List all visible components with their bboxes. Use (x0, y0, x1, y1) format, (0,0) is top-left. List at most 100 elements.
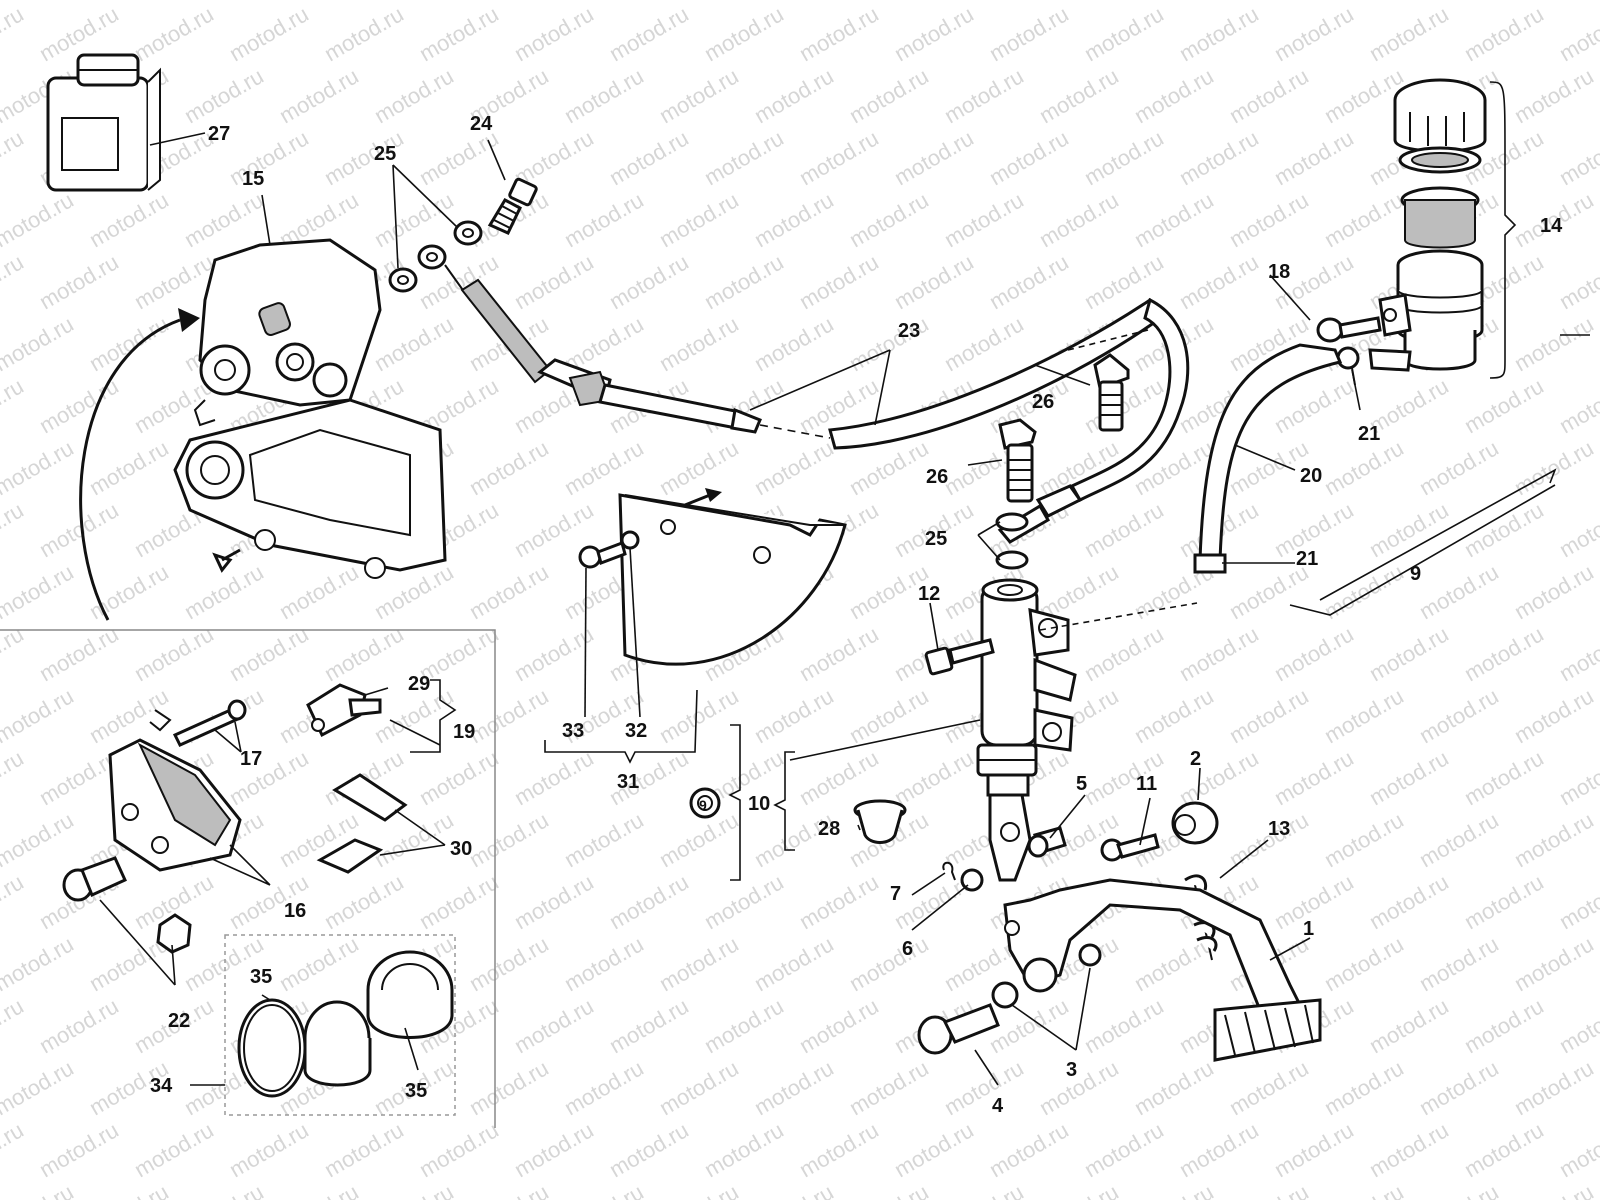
watermark-text: motod.ru (1555, 249, 1600, 314)
watermark-text: motod.ru (700, 1, 788, 66)
watermark-text: motod.ru (85, 187, 173, 252)
watermark-text: motod.ru (1080, 1, 1168, 66)
callout-15: 15 (242, 168, 264, 190)
callout-6: 6 (902, 938, 913, 960)
watermark-text: motod.ru (320, 869, 408, 934)
watermark-text: motod.ru (510, 993, 598, 1058)
piston (303, 1000, 372, 1087)
watermark-text: motod.ru (795, 125, 883, 190)
watermark-text: motod.ru (35, 621, 123, 686)
watermark-text: motod.ru (465, 0, 553, 4)
watermark-text: motod.ru (1320, 1055, 1408, 1120)
watermark-text: motod.ru (560, 1055, 648, 1120)
watermark-text: motod.ru (510, 1117, 598, 1182)
watermark-text: motod.ru (655, 931, 743, 996)
watermark-text: motod.ru (890, 125, 978, 190)
watermark-text: motod.ru (0, 559, 78, 624)
watermark-text: motod.ru (415, 745, 503, 810)
watermark-text: motod.ru (1510, 559, 1598, 624)
watermark-text: motod.ru (0, 311, 78, 376)
watermark-text: motod.ru (1080, 497, 1168, 562)
watermark-text: motod.ru (605, 249, 693, 314)
watermark-text: motod.ru (0, 1, 28, 66)
watermark-text: motod.ru (0, 497, 28, 562)
watermark-text: motod.ru (1320, 0, 1408, 4)
watermark-text: motod.ru (845, 0, 933, 4)
watermark-text: motod.ru (225, 1117, 313, 1182)
watermark-text: motod.ru (415, 125, 503, 190)
watermark-text: motod.ru (1555, 1, 1600, 66)
watermark-text: motod.ru (795, 1117, 883, 1182)
callout-26-lower: 26 (926, 466, 948, 488)
watermark-text: motod.ru (1270, 745, 1358, 810)
watermark-text: motod.ru (605, 1, 693, 66)
watermark-text: motod.ru (465, 435, 553, 500)
pad-spring-30 (316, 773, 408, 874)
watermark-text: motod.ru (1130, 0, 1218, 4)
watermark-text: motod.ru (465, 683, 553, 748)
watermark-text: motod.ru (1460, 373, 1548, 438)
watermark-text: motod.ru (1320, 931, 1408, 996)
watermark-text: motod.ru (1415, 807, 1503, 872)
watermark-text: motod.ru (795, 869, 883, 934)
callout-3: 3 (1066, 1059, 1077, 1081)
watermark-text: motod.ru (1460, 1, 1548, 66)
watermark-text: motod.ru (845, 1055, 933, 1120)
callout-23: 23 (898, 320, 920, 342)
callout-24: 24 (470, 113, 493, 135)
watermark-text: motod.ru (750, 311, 838, 376)
watermark-text: motod.ru (1365, 745, 1453, 810)
watermark-text: motod.ru (985, 1117, 1073, 1182)
watermark-text: motod.ru (1175, 1, 1263, 66)
watermark-text: motod.ru (35, 1117, 123, 1182)
watermark-text: motod.ru (35, 249, 123, 314)
watermark-text: motod.ru (655, 1179, 743, 1200)
watermark-text: motod.ru (560, 931, 648, 996)
brake-caliper (173, 238, 447, 579)
piston-kit-frame (224, 934, 456, 1116)
callout-1: 1 (1303, 918, 1314, 940)
bleed-screw-19 (306, 683, 382, 738)
bush-2 (1171, 801, 1219, 845)
watermark-text: motod.ru (845, 1179, 933, 1200)
watermark-text: motod.ru (370, 1179, 458, 1200)
watermark-text: motod.ru (225, 621, 313, 686)
watermark-text: motod.ru (795, 1, 883, 66)
watermark-text: motod.ru (370, 0, 458, 4)
banjo-bolt-26-mid (998, 418, 1037, 503)
watermark-text: motod.ru (275, 931, 363, 996)
watermark-text: motod.ru (1130, 1179, 1218, 1200)
watermark-text: motod.ru (845, 187, 933, 252)
watermark-text: motod.ru (1460, 745, 1548, 810)
watermark-text: motod.ru (1320, 807, 1408, 872)
watermark-text: motod.ru (560, 187, 648, 252)
watermark-text: motod.ru (85, 0, 173, 4)
callout-14: 14 (1540, 215, 1563, 237)
inset-frame (0, 629, 496, 1128)
watermark-text: motod.ru (1365, 993, 1453, 1058)
watermark-text: motod.ru (1080, 1117, 1168, 1182)
watermark-text: motod.ru (750, 0, 838, 4)
watermark-text: motod.ru (1510, 1055, 1598, 1120)
callout-31: 31 (617, 771, 639, 793)
watermark-text: motod.ru (225, 125, 313, 190)
watermark-text: motod.ru (700, 869, 788, 934)
callout-5: 5 (1076, 773, 1087, 795)
callout-labels: 1 2 3 4 5 6 7 9 9 10 11 12 13 14 15 16 1… (150, 113, 1563, 1117)
pin-7-clip (942, 861, 956, 881)
callout-29: 29 (408, 673, 430, 695)
watermark-text: motod.ru (560, 435, 648, 500)
leader-lines (99, 132, 1590, 1086)
watermark-text: motod.ru (35, 993, 123, 1058)
guard-31 (618, 488, 847, 666)
callout-12: 12 (918, 583, 940, 605)
watermark-text: motod.ru (180, 187, 268, 252)
watermark-text: motod.ru (1510, 683, 1598, 748)
callout-22: 22 (168, 1010, 190, 1032)
watermark-text: motod.ru (1320, 683, 1408, 748)
watermark-text: motod.ru (370, 187, 458, 252)
watermark-text: motod.ru (1130, 63, 1218, 128)
banjo-bolt-26-top (1093, 353, 1130, 432)
watermark-text: motod.ru (130, 621, 218, 686)
